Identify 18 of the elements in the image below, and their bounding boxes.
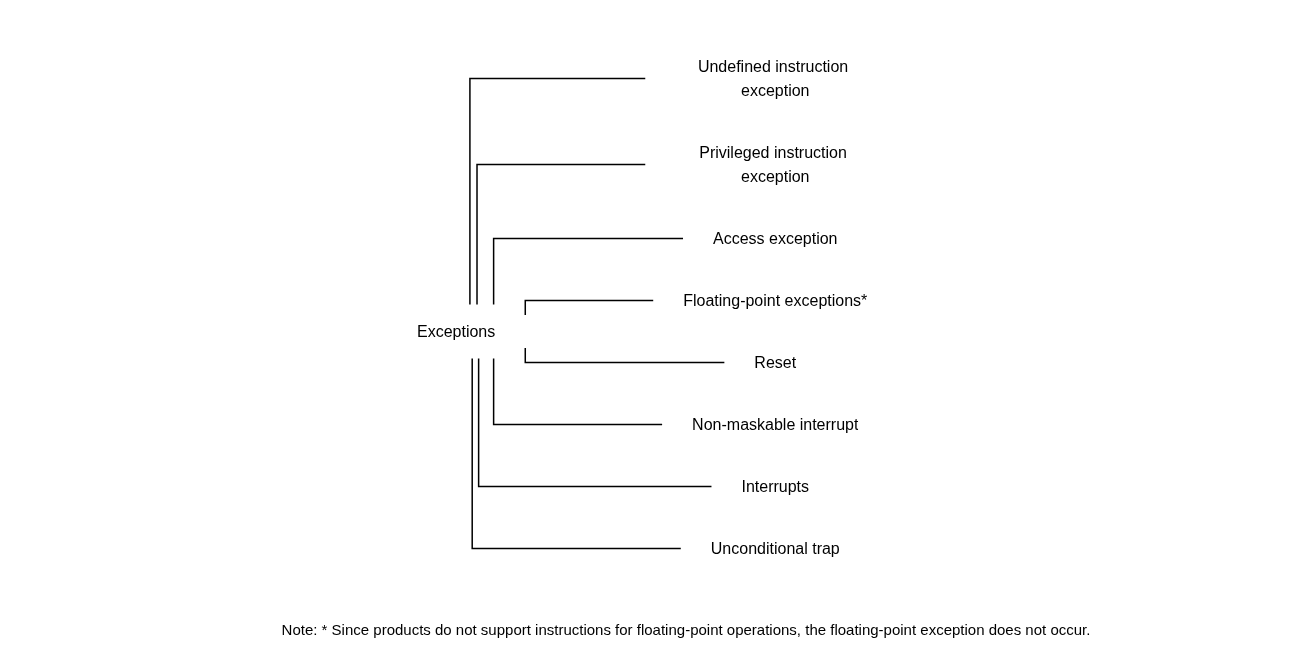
connector — [471, 357, 682, 550]
connector — [524, 299, 654, 316]
node-text: Privileged instruction exception — [699, 143, 847, 185]
node-text: Floating-point exceptions* — [683, 291, 868, 309]
node-text: Exceptions — [416, 322, 496, 340]
connector — [492, 357, 663, 426]
node-text: Reset — [754, 353, 797, 371]
connector — [492, 237, 684, 306]
connector — [469, 77, 646, 306]
node-text: Undefined instruction exception — [697, 57, 849, 99]
connector — [476, 163, 646, 306]
node-text: Access exception — [712, 229, 838, 247]
connector — [477, 357, 713, 488]
node-text: Non-maskable interrupt — [691, 415, 859, 433]
node-text: Interrupts — [741, 477, 809, 495]
connector — [524, 347, 725, 364]
node-text: Unconditional trap — [710, 539, 840, 557]
note-text: Note: * Since products do not support instructions for floating-point operations, the floating-point exception does not occur. — [281, 621, 1091, 638]
